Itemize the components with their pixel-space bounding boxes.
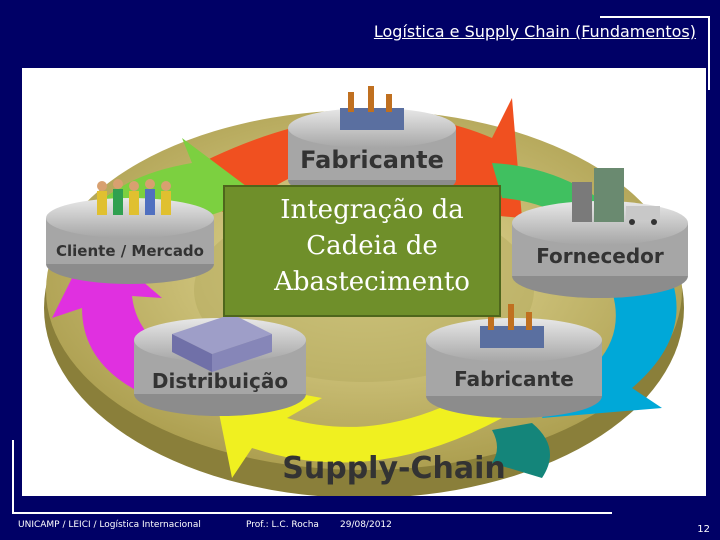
distribution-center-icon bbox=[172, 314, 272, 372]
node-right-label: Fornecedor bbox=[536, 244, 664, 268]
center-text: Integração da Cadeia de Abastecimento bbox=[244, 192, 500, 300]
node-bottom-right-disk bbox=[426, 318, 602, 418]
frame-line-bottom bbox=[12, 512, 612, 514]
slide-title: Logística e Supply Chain (Fundamentos) bbox=[373, 22, 696, 41]
center-line-1: Integração da bbox=[280, 195, 464, 225]
node-bottom-right-label: Fabricante bbox=[454, 367, 574, 391]
node-left-label: Cliente / Mercado bbox=[56, 242, 204, 260]
center-line-2: Cadeia de bbox=[306, 231, 438, 261]
frame-line-top bbox=[600, 16, 710, 18]
footer-org: UNICAMP / LEICI / Logística Internaciona… bbox=[18, 520, 201, 530]
node-top-label: Fabricante bbox=[300, 146, 444, 174]
ring-label: Supply-Chain bbox=[282, 451, 505, 486]
footer-date: 29/08/2012 bbox=[340, 520, 392, 530]
frame-line-right bbox=[708, 16, 710, 90]
node-left-disk bbox=[46, 198, 214, 284]
supplier-warehouse-icon bbox=[572, 168, 660, 225]
factory-icon bbox=[340, 86, 404, 130]
customers-icon bbox=[97, 179, 171, 215]
factory-icon bbox=[480, 304, 544, 348]
frame-line-left bbox=[12, 440, 14, 514]
arrow-bottom-right-teal bbox=[492, 423, 550, 478]
footer-author: Prof.: L.C. Rocha bbox=[246, 520, 319, 530]
center-line-3: Abastecimento bbox=[274, 267, 470, 297]
supply-chain-diagram: Fabricante Fornecedor Fabricante Distrib… bbox=[44, 86, 688, 496]
node-bottom-left-label: Distribuição bbox=[152, 369, 288, 393]
page-number: 12 bbox=[697, 524, 710, 535]
diagram-panel: Fabricante Fornecedor Fabricante Distrib… bbox=[22, 68, 706, 496]
center-box bbox=[223, 185, 501, 317]
